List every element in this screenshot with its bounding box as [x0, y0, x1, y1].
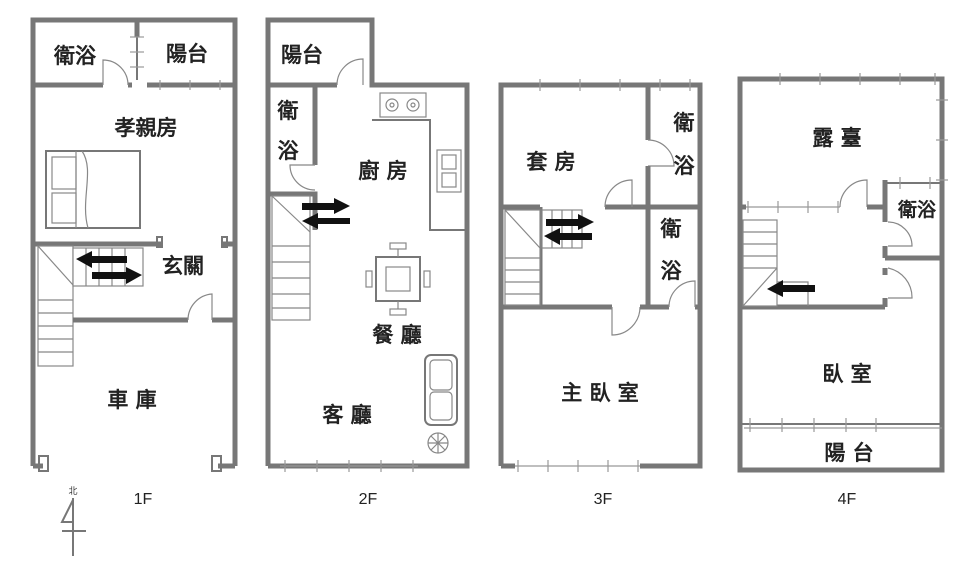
floor-label-2f: 2F: [359, 491, 378, 508]
room-label-3f-suite: 套 房: [526, 150, 575, 174]
arrow-left-icon: [76, 251, 127, 268]
room-label-1f-foyer: 玄關: [162, 254, 204, 278]
dining-table-icon: [365, 242, 431, 316]
arrow-left-icon: [302, 213, 350, 229]
floor-2f-plan: 陽台 衛 浴 廚 房 餐 廳 客 廳 2F: [265, 17, 470, 508]
floor-1f-plan: 衛浴 陽台 孝親房 玄關 車 庫 1F: [30, 17, 238, 508]
room-label-2f-balcony: 陽台: [281, 43, 323, 67]
sofa-icon: [424, 354, 458, 426]
room-label-2f-bath-top: 衛: [277, 99, 299, 123]
arrow-right-icon: [546, 214, 594, 230]
floor-label-1f: 1F: [134, 491, 153, 508]
staircase-icon: [37, 245, 144, 367]
floor-3f-plan: 套 房 衛 浴 衛 浴 主 臥 室 3F: [498, 79, 703, 508]
room-label-1f-balcony: 陽台: [166, 42, 208, 66]
room-label-1f-garage: 車 庫: [107, 388, 156, 412]
sink-icon: [436, 149, 462, 193]
floor-label-4f: 4F: [838, 491, 857, 508]
room-label-3f-bath2-bottom: 浴: [661, 259, 683, 283]
staircase-icon: [271, 195, 311, 321]
bed-icon: [45, 150, 141, 229]
arrow-right-icon: [302, 198, 350, 214]
floor-4f-plan: 露 臺 衛浴 臥 室 陽 台 4F: [737, 73, 948, 508]
room-label-3f-bath2-top: 衛: [660, 217, 682, 241]
room-label-4f-bedroom: 臥 室: [822, 362, 871, 386]
room-label-4f-bath: 衛浴: [897, 198, 937, 221]
compass-label: 北: [68, 486, 77, 497]
room-label-2f-kitchen: 廚 房: [358, 159, 407, 183]
room-label-3f-bath1-bottom: 浴: [674, 154, 696, 178]
staircase-icon: [742, 219, 809, 307]
room-label-1f-bath: 衛浴: [53, 44, 97, 68]
room-label-2f-bath-bottom: 浴: [278, 139, 300, 163]
room-label-4f-balcony: 陽 台: [824, 441, 873, 465]
plant-icon: [427, 432, 449, 454]
staircase-icon: [504, 209, 583, 306]
room-label-1f-elder-room: 孝親房: [115, 116, 178, 140]
room-label-2f-dining: 餐 廳: [372, 323, 421, 347]
stove-icon: [379, 92, 427, 118]
arrow-left-icon: [767, 280, 815, 297]
room-label-3f-master: 主 臥 室: [561, 381, 639, 405]
arrow-left-icon: [544, 228, 592, 245]
room-label-4f-terrace: 露 臺: [812, 126, 861, 150]
floor-label-3f: 3F: [594, 491, 613, 508]
room-label-3f-bath1-top: 衛: [673, 111, 695, 135]
north-arrow-icon: 北: [60, 486, 86, 556]
room-label-2f-living: 客 廳: [322, 403, 371, 427]
arrow-right-icon: [92, 267, 142, 284]
